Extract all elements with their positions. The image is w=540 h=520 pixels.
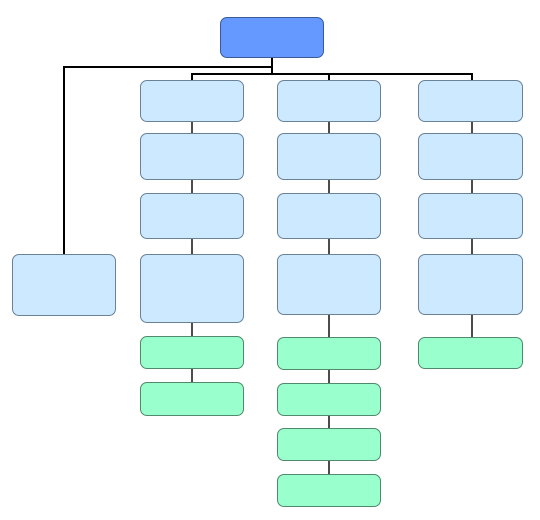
col3-node-5[interactable] <box>418 337 523 369</box>
col2-node-6[interactable] <box>277 383 381 416</box>
col1-node-6[interactable] <box>140 382 244 416</box>
col1-node-1[interactable] <box>140 80 244 122</box>
col1-node-2[interactable] <box>140 133 244 180</box>
col3-node-1[interactable] <box>418 80 523 122</box>
col2-node-1[interactable] <box>277 80 381 122</box>
col3-node-3[interactable] <box>418 193 523 239</box>
col3-node-4[interactable] <box>418 254 523 315</box>
col2-node-2[interactable] <box>277 133 381 180</box>
root-node[interactable] <box>220 17 324 58</box>
col3-node-2[interactable] <box>418 133 523 180</box>
col2-node-8[interactable] <box>277 474 381 507</box>
col2-node-4[interactable] <box>277 254 381 315</box>
col2-node-3[interactable] <box>277 193 381 239</box>
col2-node-7[interactable] <box>277 428 381 461</box>
col1-node-3[interactable] <box>140 193 244 239</box>
left-node[interactable] <box>12 254 116 316</box>
col1-node-5[interactable] <box>140 336 244 369</box>
col2-node-5[interactable] <box>277 337 381 370</box>
col1-node-4[interactable] <box>140 254 244 323</box>
